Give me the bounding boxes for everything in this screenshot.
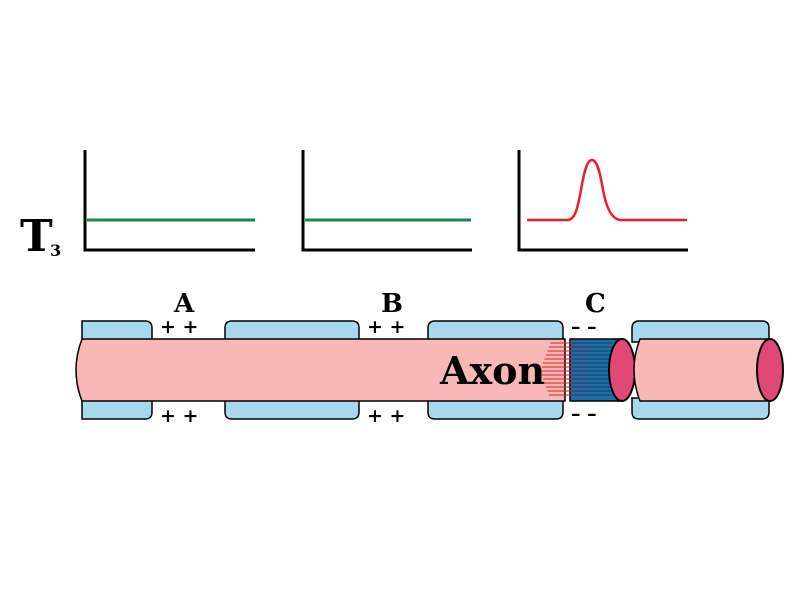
node-c-top-charge: – –	[571, 316, 597, 338]
axon-left-segment	[75, 338, 636, 402]
myelin-sheath-bottom	[81, 397, 770, 420]
myelin-segment	[224, 320, 360, 341]
myelin-sheath-top	[81, 320, 770, 343]
axon-body	[633, 338, 771, 402]
time-label-main: T	[20, 211, 53, 262]
node-label-c: C	[585, 289, 606, 319]
node-c-bottom-charge: – –	[571, 403, 597, 425]
node-label-a: A	[173, 289, 195, 319]
myelin-segment	[631, 397, 770, 420]
node-b-top-charge: + +	[367, 316, 405, 338]
node-a-bottom-charge: + +	[160, 405, 198, 427]
graph-axes	[301, 150, 472, 252]
graph-node-a	[83, 150, 255, 252]
myelin-segment	[224, 399, 360, 420]
axon-cut-end	[756, 338, 784, 402]
graph-node-c	[517, 150, 688, 252]
time-label: T 3	[20, 211, 61, 262]
graph-axes	[83, 150, 255, 252]
axon-cut-end	[608, 338, 636, 402]
myelin-segment	[427, 320, 564, 341]
node-b-bottom-charge: + +	[367, 405, 405, 427]
axon-right-segment	[633, 338, 784, 402]
node-a-top-charge: + +	[160, 316, 198, 338]
axon-body	[75, 338, 566, 402]
myelin-segment	[81, 320, 153, 341]
time-label-subscript: 3	[50, 241, 61, 260]
node-label-b: B	[381, 289, 403, 319]
graph-node-b	[301, 150, 472, 252]
action-potential-trace	[527, 158, 687, 222]
axon-label: Axon	[439, 348, 545, 393]
graph-axes	[517, 150, 688, 252]
depolarized-hatching	[572, 342, 612, 396]
myelin-segment	[81, 399, 153, 420]
myelin-segment	[427, 399, 564, 420]
